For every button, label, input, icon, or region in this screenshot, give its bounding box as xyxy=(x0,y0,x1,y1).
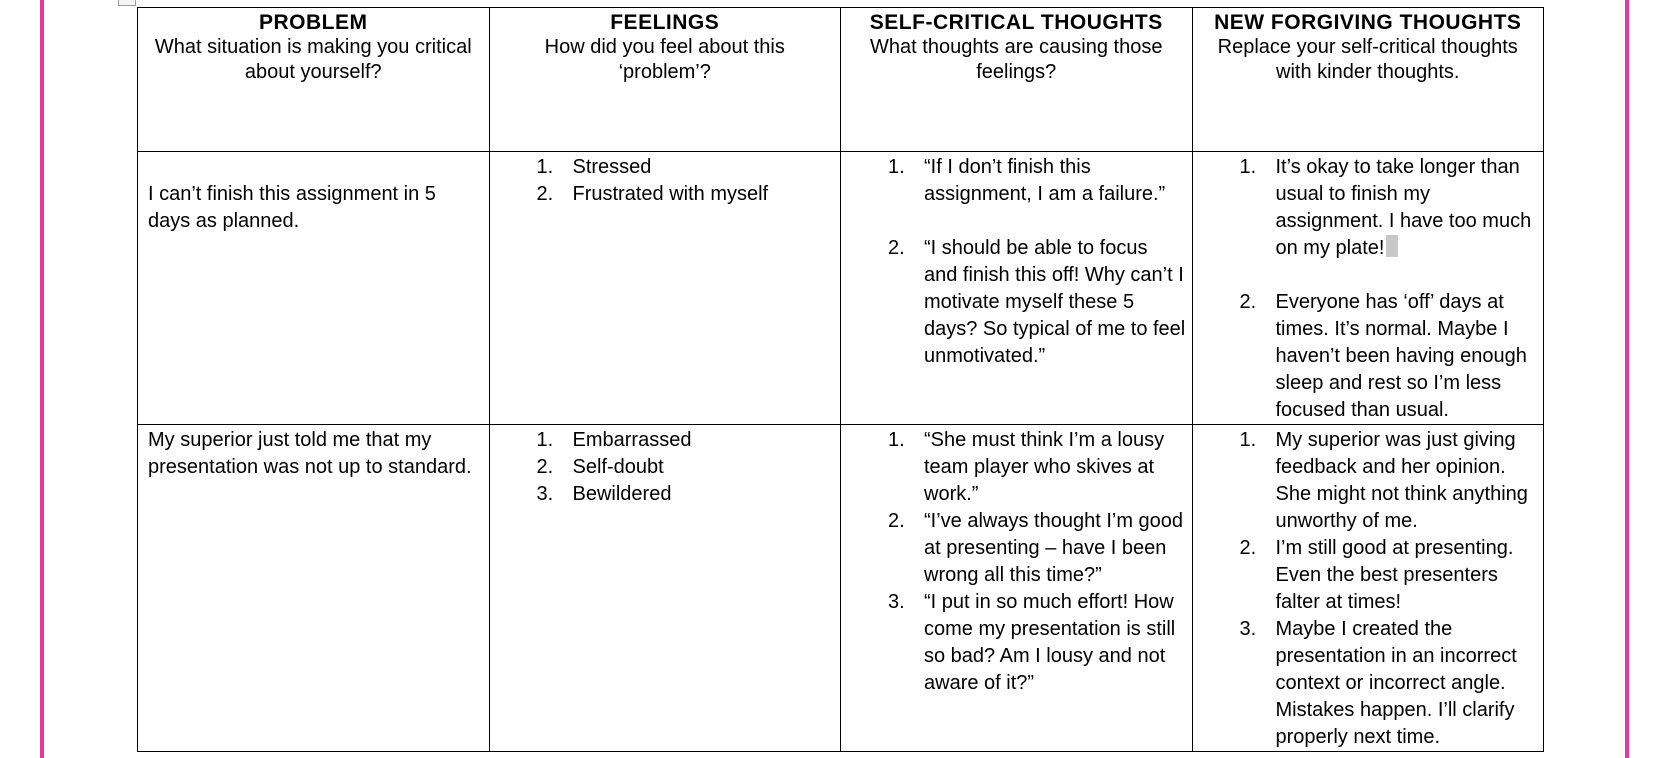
list-item: 2. Self-doubt xyxy=(490,454,841,481)
list-item-text: Frustrated with myself xyxy=(572,183,769,205)
list-number: 2. xyxy=(536,456,554,478)
feelings-list: 1. Stressed 2. Frustrated with myself xyxy=(490,154,841,208)
table-row: I can’t finish this assignment in 5 days… xyxy=(137,151,1544,425)
list-item-text: I’m still good at presenting. Even the b… xyxy=(1275,537,1514,613)
problem-text: My superior just told me that my present… xyxy=(148,429,472,478)
list-item: 2. “I should be able to focus and finish … xyxy=(841,235,1186,370)
problem-cell[interactable]: My superior just told me that my present… xyxy=(137,424,490,752)
header-subtitle: How did you feel about this ‘problem’? xyxy=(544,36,785,83)
list-item-text: It’s okay to take longer than usual to f… xyxy=(1275,156,1532,259)
forgiving-list: 1. It’s okay to take longer than usual to… xyxy=(1193,154,1538,424)
header-title: PROBLEM xyxy=(259,11,368,34)
list-number: 3. xyxy=(1239,618,1257,640)
list-item: 2. Everyone has ‘off’ days at times. It’s… xyxy=(1193,289,1538,424)
list-number: 1. xyxy=(1239,429,1257,451)
header-title: NEW FORGIVING THOUGHTS xyxy=(1214,11,1522,34)
list-item-text: “If I don’t finish this assignment, I am… xyxy=(924,156,1166,205)
forgiving-list: 1. My superior was just giving feedback a… xyxy=(1193,427,1538,751)
list-item-text: “She must think I’m a lousy team player … xyxy=(924,429,1165,505)
feelings-cell[interactable]: 1. Stressed 2. Frustrated with myself xyxy=(488,151,841,425)
list-item: 1. Stressed xyxy=(490,154,841,181)
self-critical-list: 1. “She must think I’m a lousy team playe… xyxy=(841,427,1186,697)
header-title: FEELINGS xyxy=(610,11,720,34)
header-problem[interactable]: PROBLEM What situation is making you cri… xyxy=(137,7,490,152)
list-number: 2. xyxy=(1239,291,1257,313)
list-number: 3. xyxy=(536,483,554,505)
list-number: 1. xyxy=(888,156,905,178)
list-item: 1. It’s okay to take longer than usual to… xyxy=(1193,154,1538,262)
list-number: 2. xyxy=(536,183,554,205)
list-item-text: Maybe I created the presentation in an i… xyxy=(1275,618,1517,748)
header-title: SELF-CRITICAL THOUGHTS xyxy=(869,11,1163,34)
self-compassion-table: PROBLEM What situation is making you cri… xyxy=(137,7,1544,752)
list-item-text: “I’ve always thought I’m good at present… xyxy=(924,510,1184,586)
header-subtitle: What situation is making you critical ab… xyxy=(154,36,472,83)
self-critical-cell[interactable]: 1. “If I don’t finish this assignment, I … xyxy=(840,151,1193,425)
list-item: 1. “If I don’t finish this assignment, I … xyxy=(841,154,1186,208)
list-item-text: Bewildered xyxy=(572,483,672,505)
list-item: 2. I’m still good at presenting. Even the… xyxy=(1193,535,1538,616)
list-item-text: “I put in so much effort! How come my pr… xyxy=(924,591,1176,694)
list-number: 2. xyxy=(1239,537,1257,559)
list-item-text: Everyone has ‘off’ days at times. It’s n… xyxy=(1275,291,1527,421)
list-item: 1. “She must think I’m a lousy team playe… xyxy=(841,427,1186,508)
list-number: 1. xyxy=(888,429,905,451)
self-critical-cell[interactable]: 1. “She must think I’m a lousy team playe… xyxy=(840,424,1193,752)
page-border-left xyxy=(40,0,44,758)
self-critical-list: 1. “If I don’t finish this assignment, I … xyxy=(841,154,1186,370)
feelings-cell[interactable]: 1. Embarrassed 2. Self-doubt 3. Bewildered xyxy=(488,424,841,752)
feelings-list: 1. Embarrassed 2. Self-doubt 3. Bewildered xyxy=(490,427,841,508)
list-item: 3. Maybe I created the presentation in an… xyxy=(1193,616,1538,751)
list-item-text: Embarrassed xyxy=(572,429,692,451)
list-item-text: Self-doubt xyxy=(572,456,664,478)
page-border-right xyxy=(1625,0,1629,758)
list-item: 3. Bewildered xyxy=(490,481,841,508)
list-number: 1. xyxy=(1239,156,1257,178)
problem-cell[interactable]: I can’t finish this assignment in 5 days… xyxy=(137,151,490,425)
forgiving-cell[interactable]: 1. It’s okay to take longer than usual to… xyxy=(1191,151,1544,425)
forgiving-cell[interactable]: 1. My superior was just giving feedback a… xyxy=(1191,424,1544,752)
list-number: 1. xyxy=(536,429,554,451)
problem-text: I can’t finish this assignment in 5 days… xyxy=(148,183,436,232)
list-item: 3. “I put in so much effort! How come my … xyxy=(841,589,1186,697)
text-selection-highlight xyxy=(1386,235,1399,257)
list-item-text: “I should be able to focus and finish th… xyxy=(924,237,1186,367)
list-item-text: Stressed xyxy=(572,156,652,178)
list-item: 2. Frustrated with myself xyxy=(490,181,841,208)
list-item: 2. “I’ve always thought I’m good at prese… xyxy=(841,508,1186,589)
header-new-forgiving-thoughts[interactable]: NEW FORGIVING THOUGHTS Replace your self… xyxy=(1191,7,1544,152)
list-item: 1. Embarrassed xyxy=(490,427,841,454)
table-row: My superior just told me that my present… xyxy=(137,424,1544,752)
header-subtitle: Replace your self-critical thoughts with… xyxy=(1217,36,1518,83)
list-item-text: My superior was just giving feedback and… xyxy=(1275,429,1528,532)
list-number: 3. xyxy=(888,591,905,613)
list-number: 2. xyxy=(888,237,905,259)
list-number: 1. xyxy=(536,156,554,178)
list-item: 1. My superior was just giving feedback a… xyxy=(1193,427,1538,535)
table-header-row: PROBLEM What situation is making you cri… xyxy=(137,7,1544,152)
header-feelings[interactable]: FEELINGS How did you feel about this ‘pr… xyxy=(488,7,841,152)
header-self-critical-thoughts[interactable]: SELF-CRITICAL THOUGHTS What thoughts are… xyxy=(840,7,1193,152)
header-subtitle: What thoughts are causing those feelings… xyxy=(870,36,1163,83)
table-move-handle[interactable] xyxy=(118,0,136,6)
list-number: 2. xyxy=(888,510,905,532)
